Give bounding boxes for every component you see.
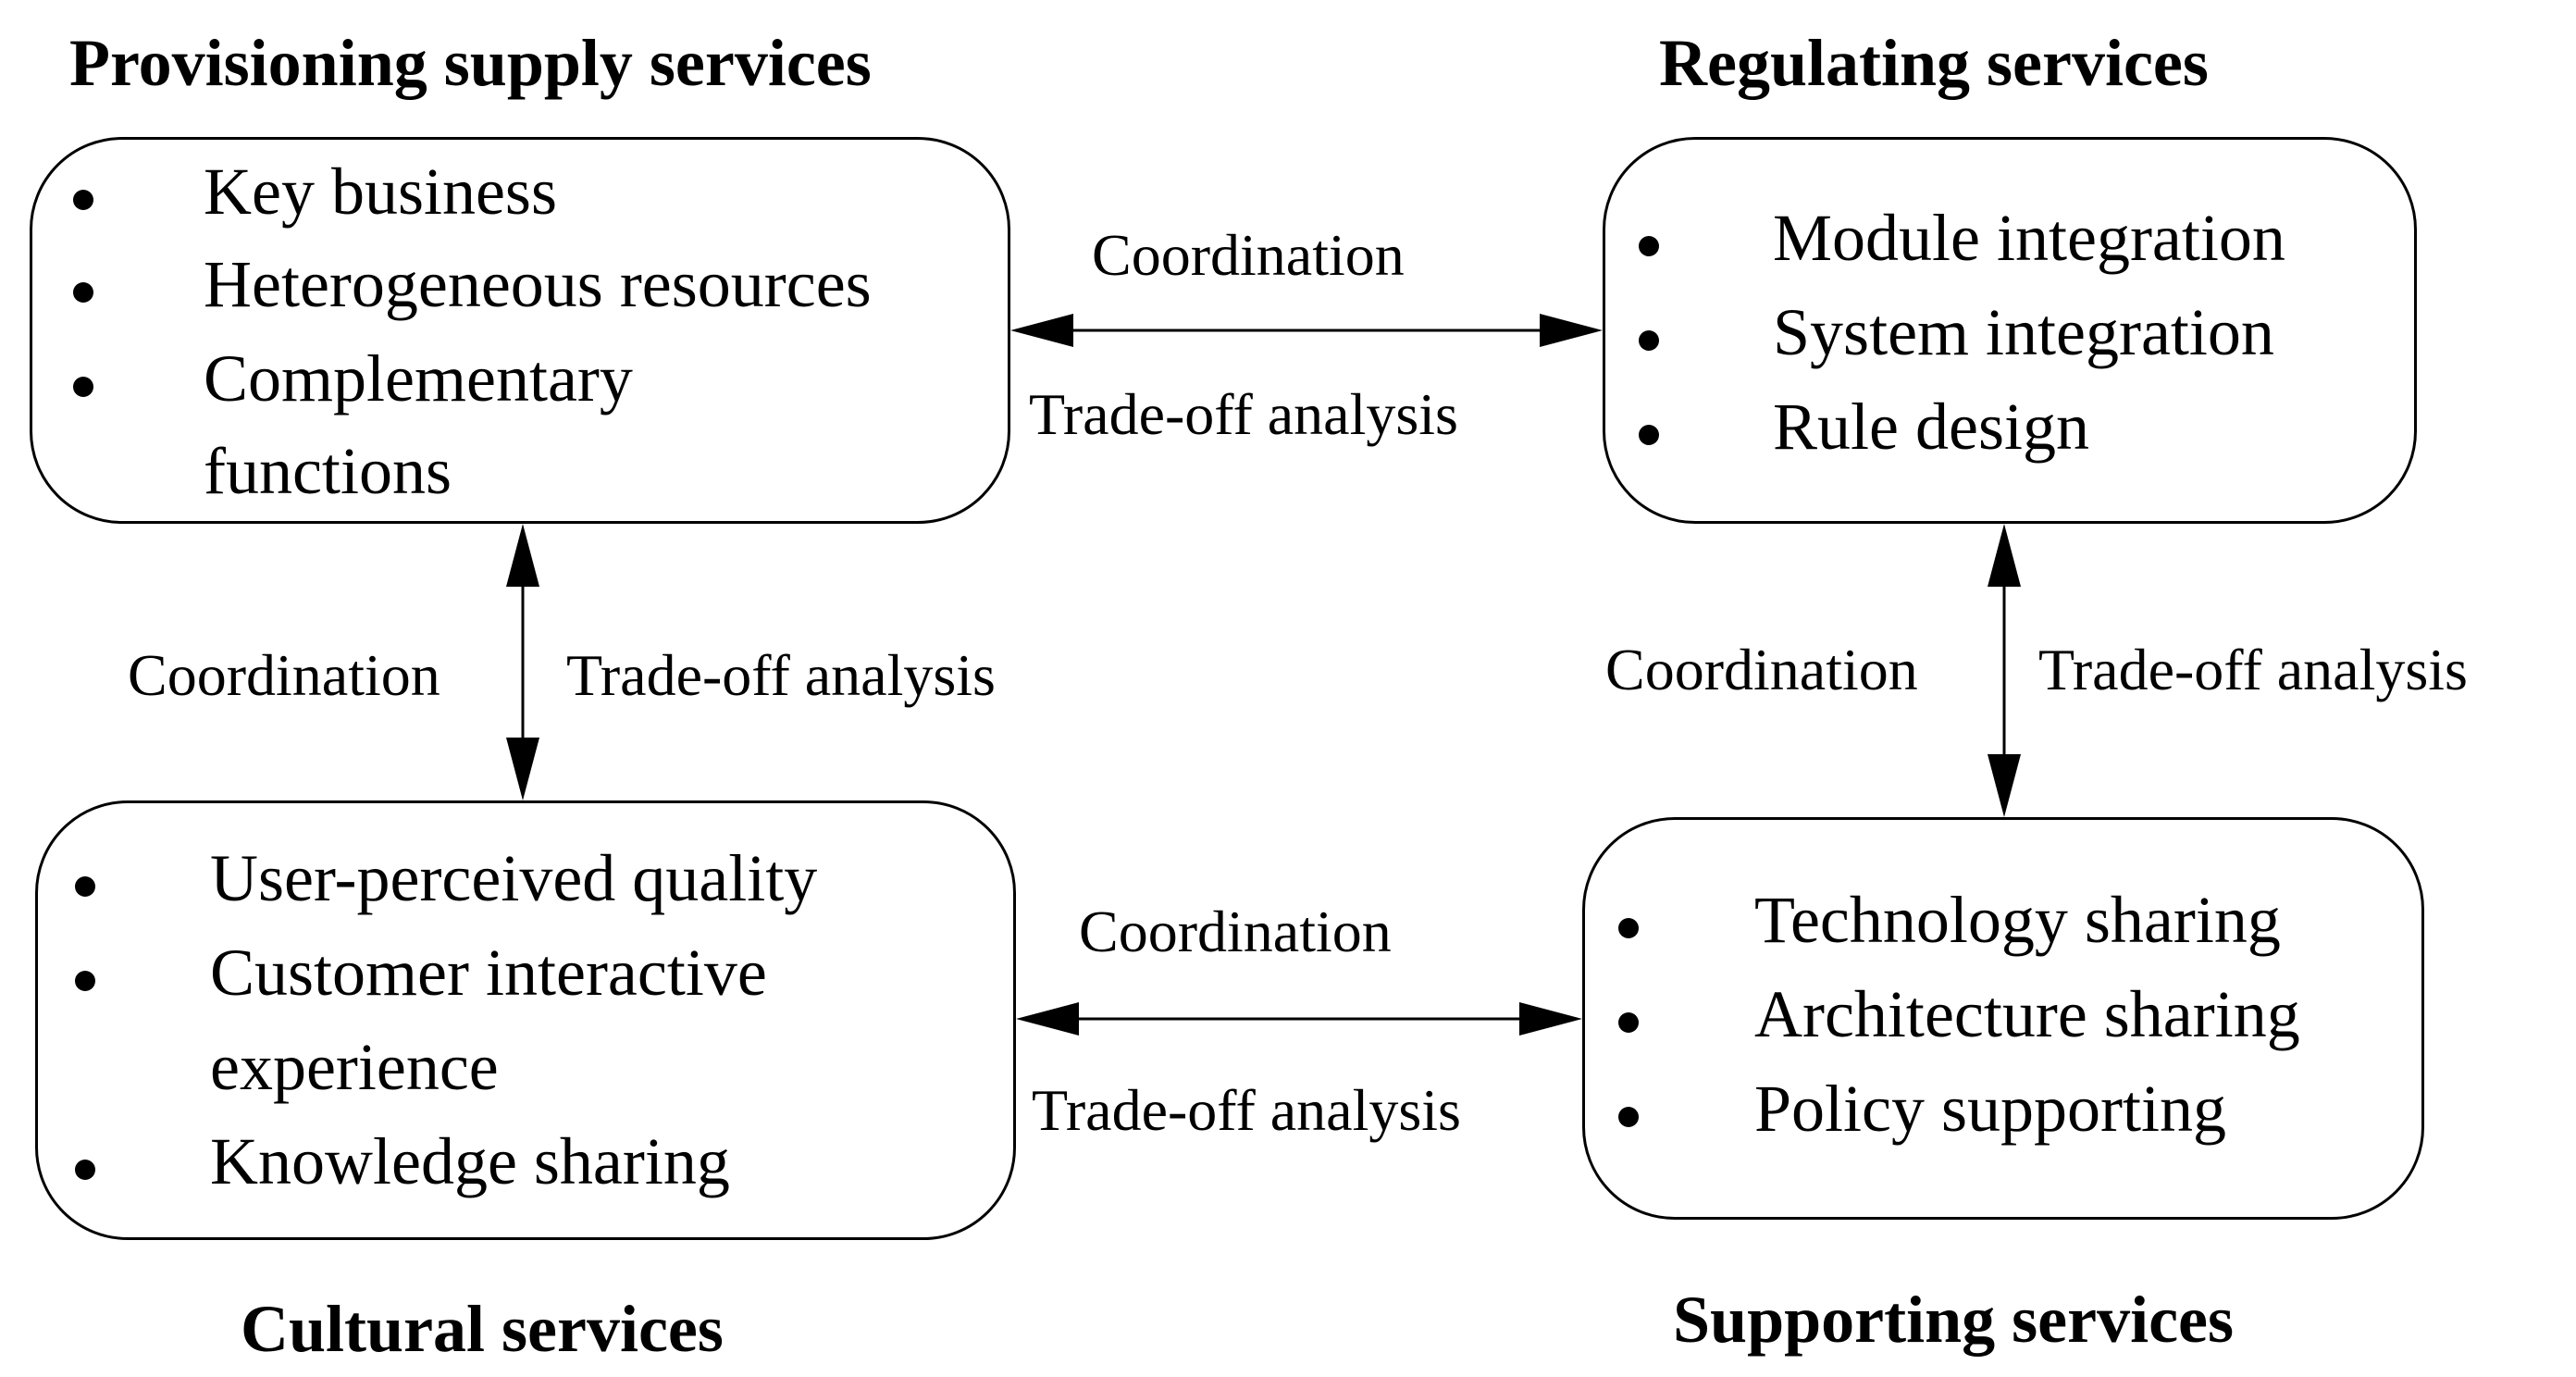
bullet-icon <box>1639 425 1659 445</box>
list-item-label: functions <box>204 434 452 508</box>
list-item-label: Policy supporting <box>1754 1072 2227 1146</box>
provisioning-title: Provisioning supply services <box>69 26 872 100</box>
list-item-label: Architecture sharing <box>1754 977 2300 1051</box>
regulating-title: Regulating services <box>1659 26 2209 100</box>
top-tradeoff-label: Trade-off analysis <box>1029 381 1458 447</box>
list-item-label: Customer interactive <box>210 936 767 1010</box>
bullet-icon <box>1618 1012 1639 1033</box>
bullet-icon <box>73 282 93 303</box>
bottom-tradeoff-label: Trade-off analysis <box>1032 1077 1461 1143</box>
regulating-box: Module integration System integration Ru… <box>1603 137 2417 524</box>
right-coordination-label: Coordination <box>1605 637 1918 702</box>
bullet-icon <box>73 377 93 397</box>
left-coordination-label: Coordination <box>128 642 440 708</box>
bottom-coordination-label: Coordination <box>1079 899 1392 964</box>
list-item-label: Technology sharing <box>1754 883 2281 957</box>
right-tradeoff-label: Trade-off analysis <box>2038 637 2468 702</box>
cultural-box: User-perceived quality Customer interact… <box>35 800 1016 1240</box>
bullet-icon <box>1639 330 1659 351</box>
bullet-icon <box>1639 236 1659 256</box>
bullet-icon <box>73 190 93 210</box>
list-item-label: System integration <box>1773 295 2274 369</box>
supporting-box: Technology sharing Architecture sharing … <box>1582 817 2424 1220</box>
arrow-bottom <box>1016 1002 1582 1036</box>
arrow-top <box>1010 314 1603 347</box>
list-item-label: Key business <box>204 155 557 229</box>
arrow-left <box>506 524 539 800</box>
list-item-label: Complementary <box>204 341 633 416</box>
top-coordination-label: Coordination <box>1092 222 1405 288</box>
arrow-right <box>1988 524 2021 817</box>
list-item-label: experience <box>210 1030 499 1104</box>
bullet-icon <box>1618 1107 1639 1127</box>
bullet-icon <box>75 876 95 897</box>
bullet-icon <box>75 971 95 991</box>
list-item-label: Module integration <box>1773 201 2285 275</box>
left-tradeoff-label: Trade-off analysis <box>566 642 996 708</box>
list-item-label: Knowledge sharing <box>210 1124 730 1198</box>
bullet-icon <box>75 1160 95 1180</box>
list-item-label: Rule design <box>1773 390 2089 464</box>
list-item-label: User-perceived quality <box>210 841 818 915</box>
bullet-icon <box>1618 918 1639 938</box>
provisioning-box: Key business Heterogeneous resources Com… <box>30 137 1010 524</box>
supporting-title: Supporting services <box>1673 1283 2235 1357</box>
list-item-label: Heterogeneous resources <box>204 247 872 321</box>
cultural-title: Cultural services <box>241 1292 724 1366</box>
